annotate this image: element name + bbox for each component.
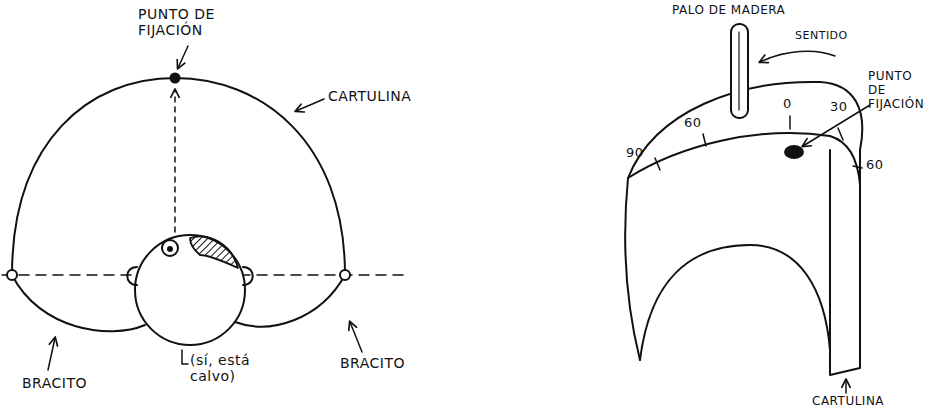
cardboard-left-side — [625, 178, 640, 360]
fixing-point-label: PUNTO DE FIJACIÓN — [868, 70, 934, 111]
fixing-point — [171, 74, 180, 83]
scale-tick — [655, 158, 660, 170]
leader-line — [48, 338, 55, 370]
wooden-stick — [731, 24, 748, 118]
cardboard-outline — [12, 78, 345, 275]
leader-line — [182, 350, 188, 364]
arm-left — [12, 275, 145, 331]
scale-number: 30 — [830, 100, 848, 115]
leader-line — [845, 380, 847, 393]
part-label: BRACITO — [22, 375, 87, 391]
arm-right — [235, 275, 345, 327]
pivot-right — [340, 270, 350, 280]
scale-tick — [789, 116, 791, 129]
leader-line — [178, 46, 188, 68]
fixing-point-label: PUNTO DE FIJACIÓN — [138, 6, 250, 38]
leader-line — [350, 322, 362, 352]
cardboard-arch — [640, 245, 830, 360]
ear-left — [127, 267, 137, 285]
scale-tick — [703, 134, 706, 146]
head — [135, 235, 245, 345]
scale-number: 60 — [866, 158, 884, 173]
scale-tick — [853, 166, 862, 168]
note-label: (sí, está calvo) — [190, 352, 290, 384]
direction-label: SENTIDO — [795, 30, 848, 43]
direction-arrow — [760, 51, 835, 62]
leader-line — [296, 99, 324, 111]
pivot-left — [7, 270, 17, 280]
cardboard-right-panel — [830, 150, 860, 375]
part-label: CARTULINA — [328, 88, 411, 104]
fixing-point — [785, 146, 803, 158]
part-label: PALO DE MADERA — [672, 4, 785, 18]
scale-number: 90 — [626, 146, 644, 161]
scale-tick — [838, 128, 843, 140]
wooden-stick-grain — [738, 32, 739, 110]
part-label: BRACITO — [340, 355, 405, 371]
eye — [162, 240, 178, 256]
hair — [190, 237, 238, 268]
scale-number: 0 — [783, 97, 792, 112]
pupil — [168, 247, 172, 251]
axis-vertical-dashed — [174, 90, 176, 232]
part-label: CARTULINA — [812, 395, 884, 409]
cardboard-front-edge — [628, 133, 860, 185]
scale-number: 60 — [684, 116, 702, 131]
ear-right — [243, 267, 253, 285]
